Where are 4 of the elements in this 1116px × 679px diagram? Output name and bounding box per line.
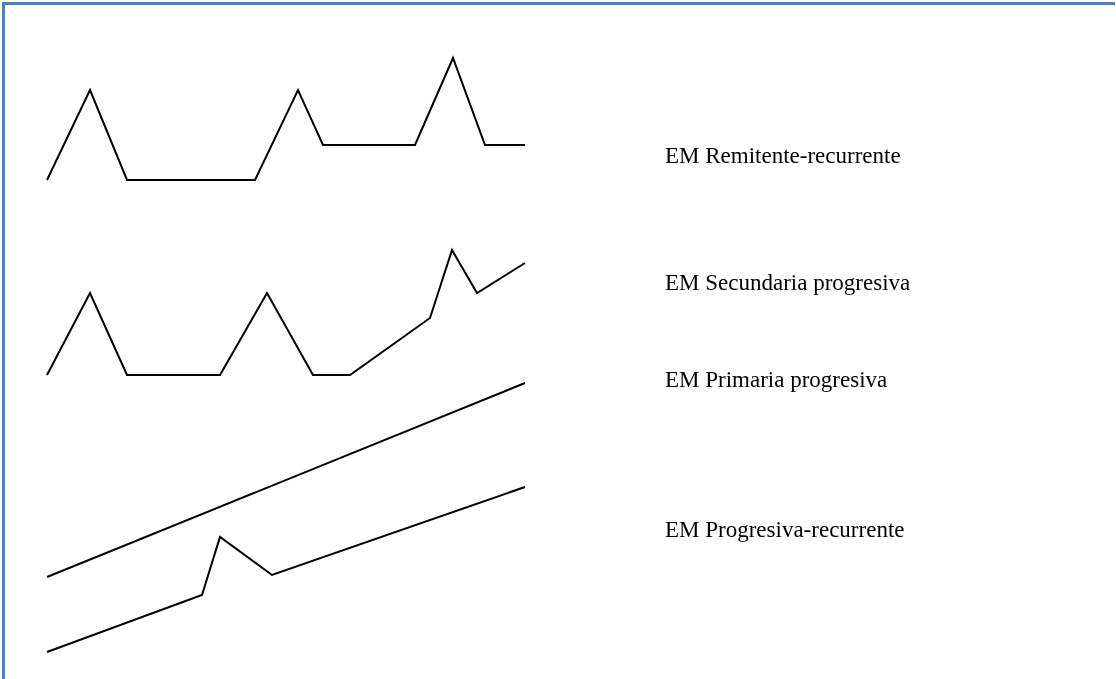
course-label: EM Remitente-recurrente bbox=[665, 142, 901, 170]
course-label: EM Primaria progresiva bbox=[665, 366, 888, 394]
course-label: EM Secundaria progresiva bbox=[665, 269, 911, 297]
course-label: EM Progresiva-recurrente bbox=[665, 516, 905, 544]
